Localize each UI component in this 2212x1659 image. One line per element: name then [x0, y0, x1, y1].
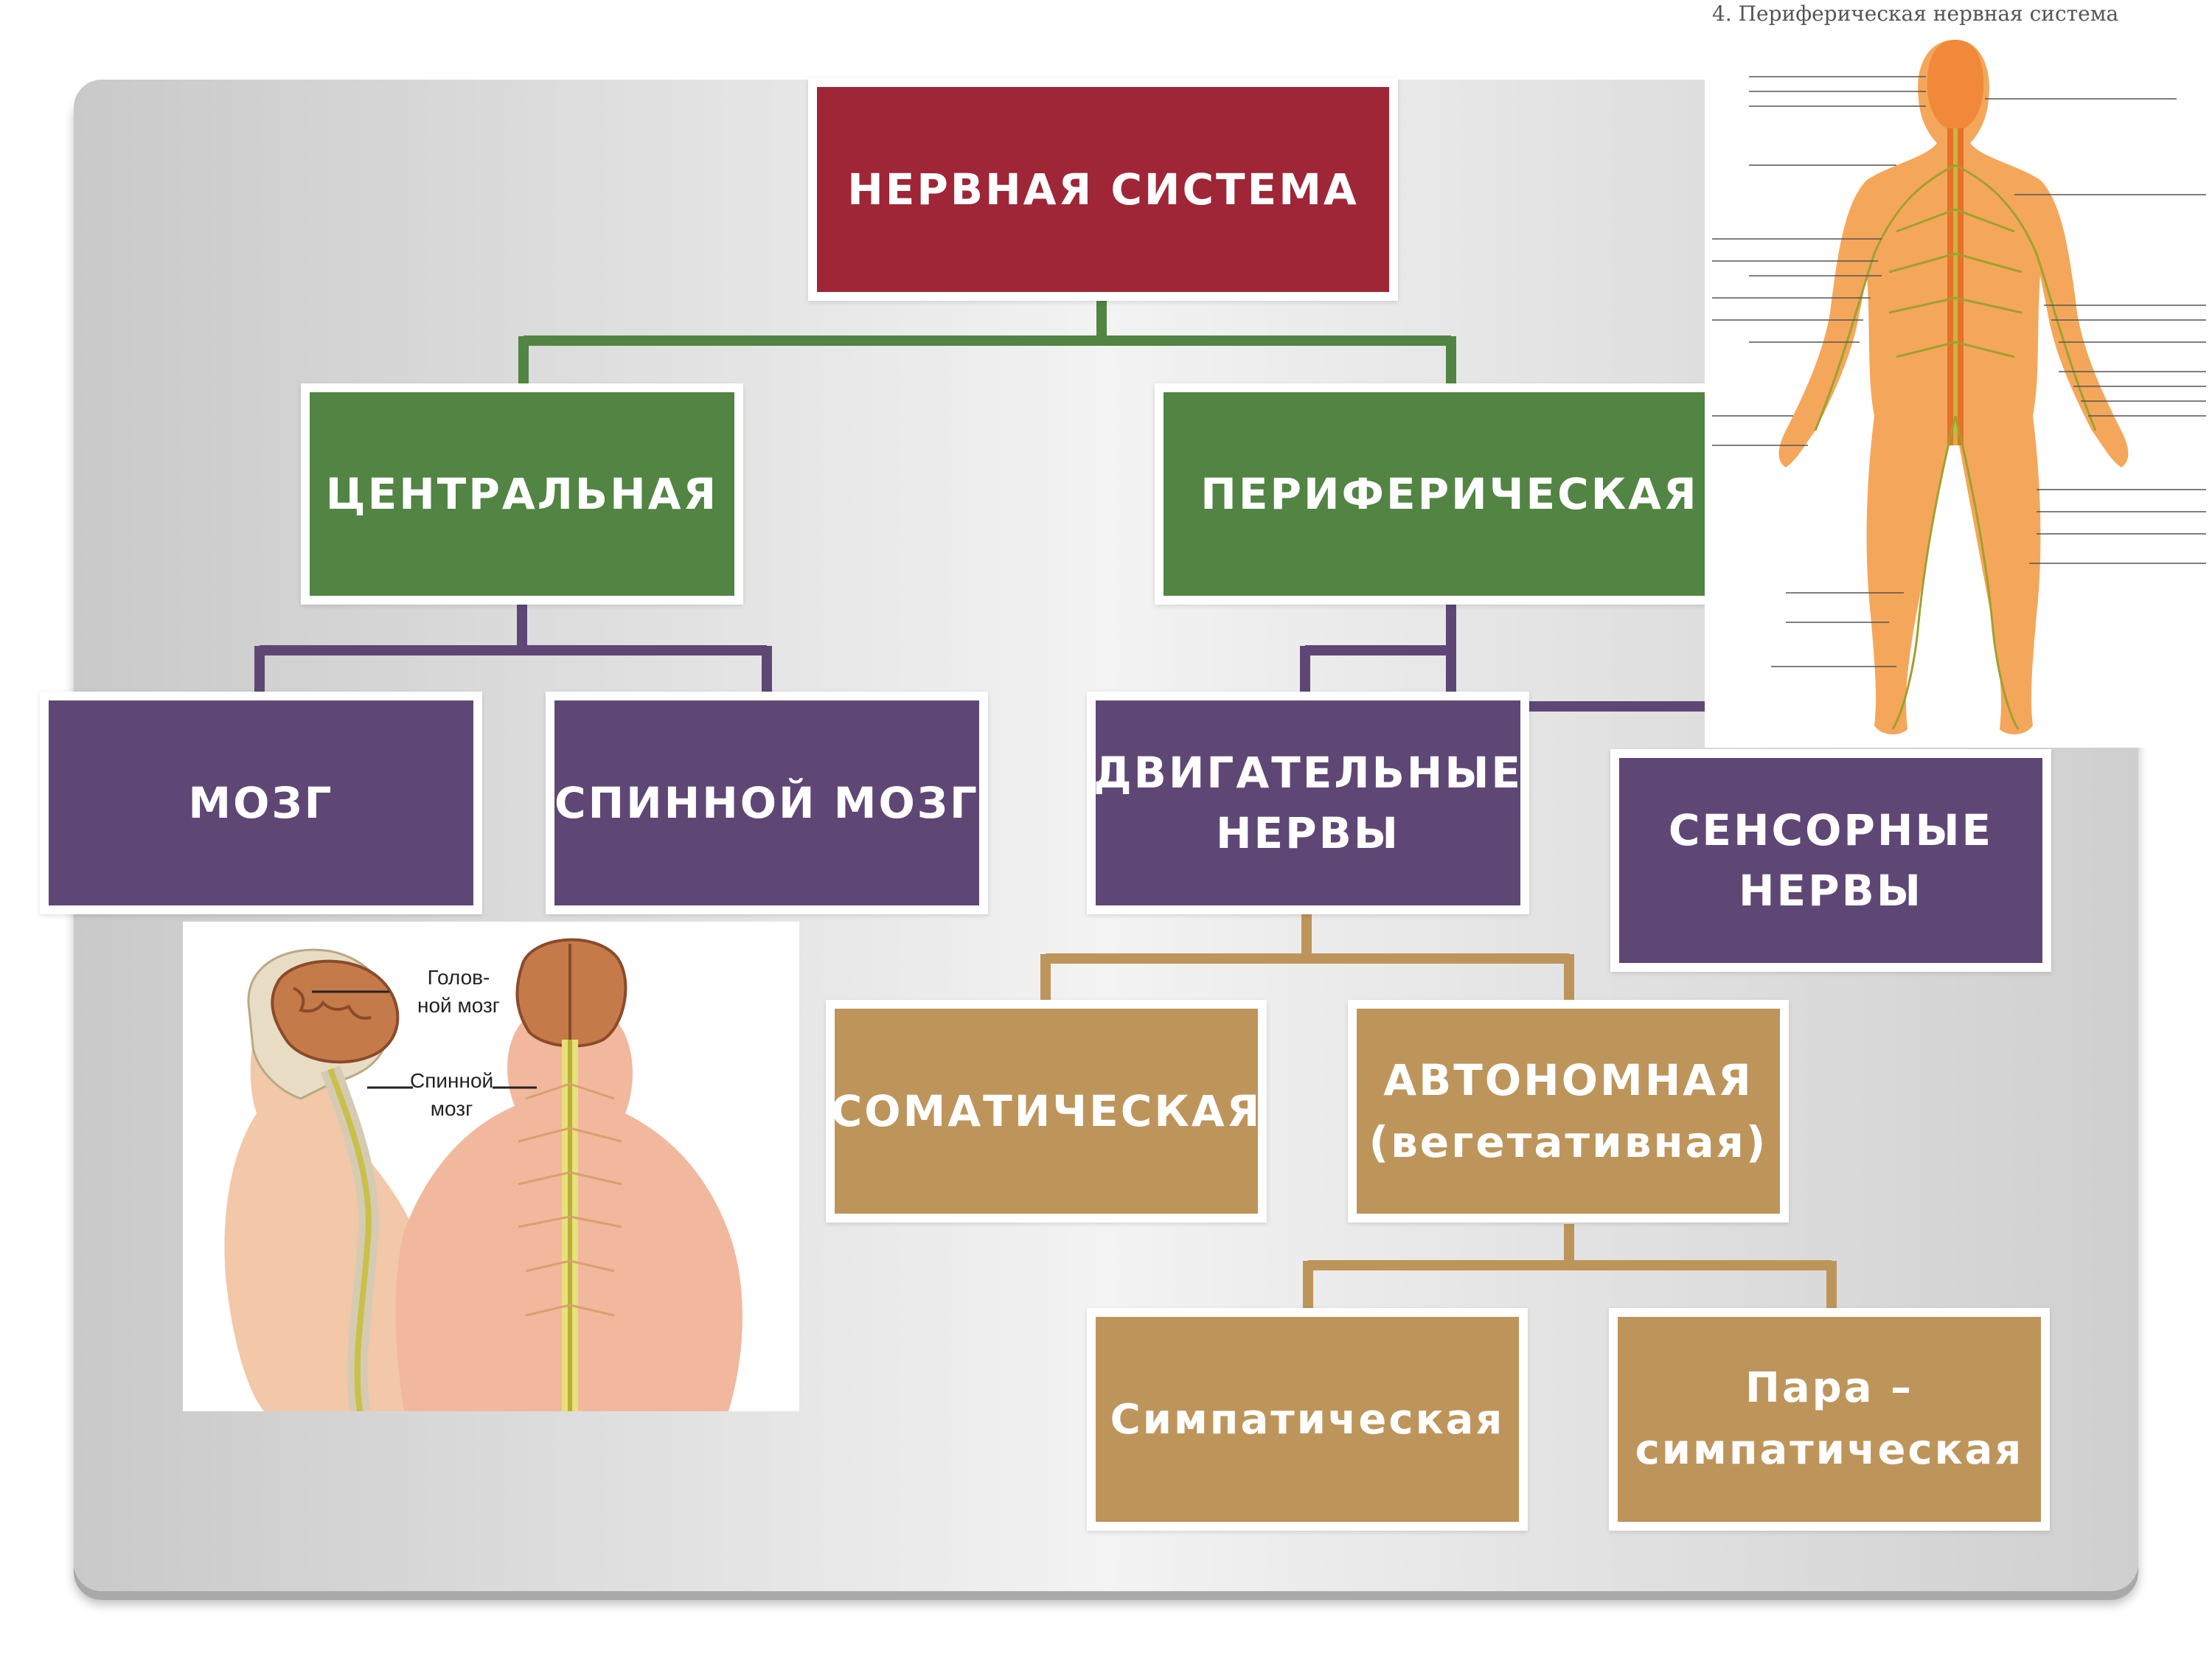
parasympathetic-label: Пара – симпатическая	[1635, 1364, 2024, 1474]
motor-nerves-label: ДВИГАТЕЛЬНЫЕ НЕРВЫ	[1093, 748, 1523, 858]
connector-root	[518, 295, 1456, 383]
peripheral-box: ПЕРИФЕРИЧЕСКАЯ	[1155, 383, 1745, 605]
somatic-label: СОМАТИЧЕСКАЯ	[830, 1086, 1262, 1136]
connector-peripheral	[1300, 605, 1718, 712]
sensory-nerves-box: СЕНСОРНЫЕ НЕРВЫ	[1610, 749, 2051, 972]
peripheral-image-caption: 4. Периферическая нервная система	[1712, 1, 2119, 26]
sympathetic-box: Симпатическая	[1087, 1308, 1528, 1531]
autonomic-box: АВТОНОМНАЯ (вегетативная)	[1348, 1000, 1789, 1222]
sensory-nerves-label: СЕНСОРНЫЕ НЕРВЫ	[1668, 805, 1994, 916]
connector-central	[254, 605, 772, 693]
peripheral-nervous-system-illustration	[1705, 32, 2212, 748]
connector-motor	[1040, 914, 1574, 1003]
somatic-box: СОМАТИЧЕСКАЯ	[826, 1000, 1267, 1222]
connector-autonomic	[1303, 1224, 1837, 1312]
label-spinal-cord: Спинной мозг	[410, 1069, 494, 1120]
brain-box: МОЗГ	[40, 692, 482, 914]
parasympathetic-box: Пара – симпатическая	[1609, 1308, 2050, 1531]
central-box: ЦЕНТРАЛЬНАЯ	[301, 383, 743, 605]
brain-label: МОЗГ	[188, 778, 334, 828]
label-brain: Голов- ной мозг	[417, 966, 501, 1017]
sympathetic-label: Симпатическая	[1110, 1395, 1505, 1444]
spinal-cord-label: СПИННОЙ МОЗГ	[554, 778, 979, 828]
motor-nerves-box: ДВИГАТЕЛЬНЫЕ НЕРВЫ	[1087, 692, 1529, 914]
brain-spinal-illustration: Голов- ной мозг Спинной мозг	[183, 922, 799, 1411]
spinal-cord-box: СПИННОЙ МОЗГ	[546, 692, 988, 914]
nervous-system-box: НЕРВНАЯ СИСТЕМА	[808, 78, 1398, 301]
nervous-system-label: НЕРВНАЯ СИСТЕМА	[847, 164, 1359, 215]
peripheral-label: ПЕРИФЕРИЧЕСКАЯ	[1200, 469, 1699, 519]
central-label: ЦЕНТРАЛЬНАЯ	[325, 469, 719, 519]
autonomic-label: АВТОНОМНАЯ (вегетативная)	[1368, 1055, 1768, 1167]
